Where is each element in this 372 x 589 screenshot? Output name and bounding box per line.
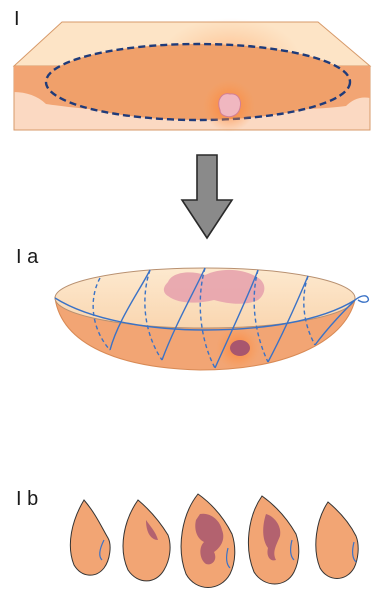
tissue-slice-4 bbox=[248, 496, 298, 584]
tumor-top-view bbox=[164, 270, 265, 304]
down-arrow-icon bbox=[182, 155, 232, 238]
panel-i-tissue-block bbox=[14, 18, 370, 132]
tissue-slice-1 bbox=[70, 500, 110, 575]
lesion bbox=[219, 94, 241, 117]
lesion-side-view bbox=[230, 340, 250, 356]
tissue-slice-2 bbox=[123, 500, 170, 581]
panel-ib-slices bbox=[70, 494, 358, 588]
tissue-slice-3 bbox=[181, 494, 235, 588]
panel-ia-specimen bbox=[55, 268, 368, 370]
tissue-slice-5 bbox=[316, 502, 358, 579]
